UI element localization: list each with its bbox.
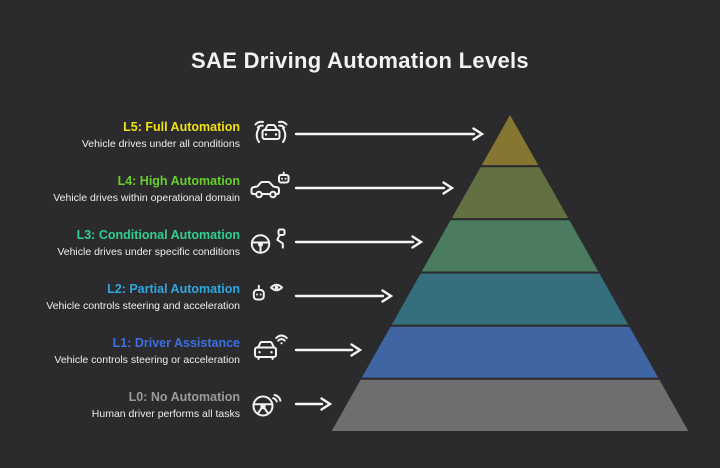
level-row-l4: L4: High Automation Vehicle drives withi… bbox=[28, 174, 240, 205]
pyramid-band-l0 bbox=[329, 377, 691, 433]
pyramid-band-l2 bbox=[389, 271, 631, 327]
level-label: L0: No Automation bbox=[128, 390, 240, 404]
level-row-l2: L2: Partial Automation Vehicle controls … bbox=[28, 282, 240, 313]
level-label: L1: Driver Assistance bbox=[112, 336, 240, 350]
steering-wheel-driver-icon bbox=[250, 228, 286, 254]
arrow-l0 bbox=[294, 397, 333, 411]
page-title: SAE Driving Automation Levels bbox=[191, 48, 529, 73]
level-row-l1: L1: Driver Assistance Vehicle controls s… bbox=[28, 336, 240, 367]
car-sensors-icon bbox=[254, 120, 288, 143]
arrow-l5 bbox=[294, 127, 485, 141]
pyramid-band-l4 bbox=[449, 165, 571, 221]
level-label: L2: Partial Automation bbox=[107, 282, 240, 296]
level-row-l3: L3: Conditional Automation Vehicle drive… bbox=[28, 228, 240, 259]
level-description: Vehicle drives under specific conditions bbox=[57, 246, 240, 258]
level-row-l0: L0: No Automation Human driver performs … bbox=[28, 390, 240, 421]
level-label: L4: High Automation bbox=[117, 174, 240, 188]
arrow-l1 bbox=[294, 343, 363, 357]
level-label: L3: Conditional Automation bbox=[76, 228, 240, 242]
robot-car-icon bbox=[250, 171, 290, 199]
arrow-l3 bbox=[294, 235, 424, 249]
steering-wheel-signal-icon bbox=[252, 394, 282, 417]
car-signal-icon bbox=[254, 334, 288, 360]
level-description: Vehicle drives within operational domain bbox=[53, 192, 240, 204]
level-description: Vehicle drives under all conditions bbox=[81, 138, 240, 150]
level-description: Vehicle controls steering and accelerati… bbox=[46, 300, 240, 312]
level-label: L5: Full Automation bbox=[123, 120, 240, 134]
robot-supervision-eye-icon bbox=[252, 283, 283, 301]
arrow-l4 bbox=[294, 181, 455, 195]
pyramid-band-l3 bbox=[419, 218, 601, 274]
level-description: Human driver performs all tasks bbox=[91, 408, 240, 420]
level-row-l5: L5: Full Automation Vehicle drives under… bbox=[28, 120, 240, 151]
level-description: Vehicle controls steering or acceleratio… bbox=[54, 354, 240, 366]
pyramid-band-l1 bbox=[359, 324, 661, 380]
arrow-l2 bbox=[294, 289, 394, 303]
pyramid-band-l5 bbox=[479, 112, 541, 168]
